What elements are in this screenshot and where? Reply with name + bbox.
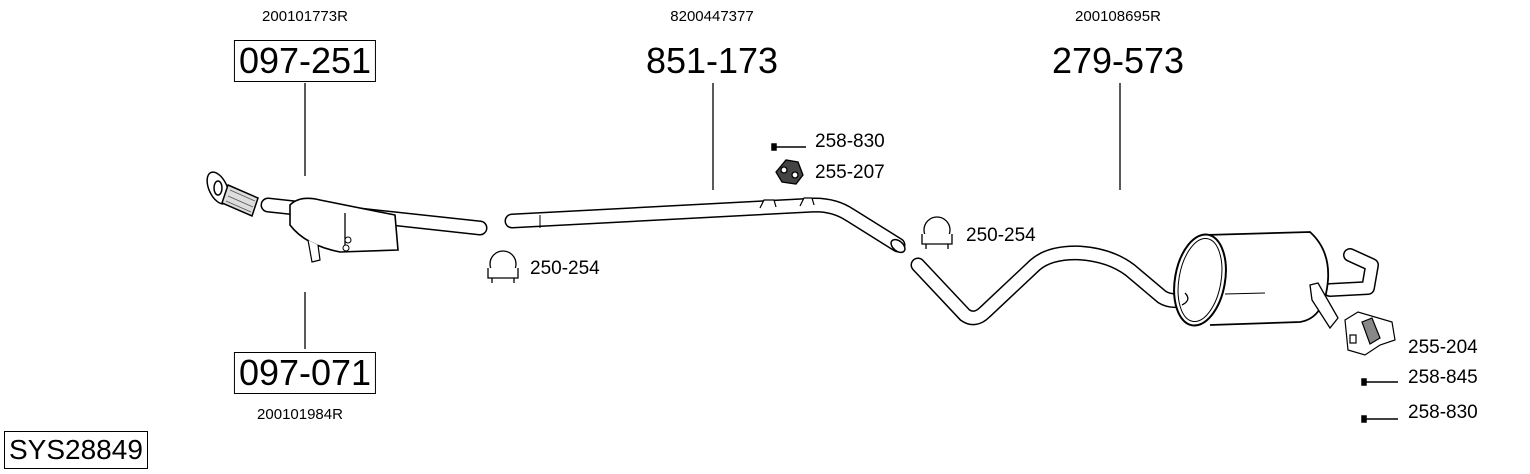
oe-number-rear-silencer: 200108695R <box>1075 8 1161 25</box>
rubber-hanger-icon-middle <box>775 159 804 185</box>
part-number-catalyst[interactable]: 097-251 <box>233 40 377 82</box>
part-number-particle-filter[interactable]: 097-071 <box>233 352 377 394</box>
bolt-icon-rear-1 <box>1361 378 1398 386</box>
accessory-label-bolt-rear-1[interactable]: 258-845 <box>1408 367 1478 388</box>
part-number-middle-pipe[interactable]: 851-173 <box>645 40 779 81</box>
accessory-label-hanger-rear[interactable]: 255-204 <box>1408 337 1478 358</box>
oe-number-middle-pipe: 8200447377 <box>670 8 754 25</box>
bolt-icon-middle <box>771 143 806 151</box>
rear-silencer-part[interactable] <box>910 230 1379 330</box>
oe-number-catalyst: 200101773R <box>262 8 348 25</box>
clamp-icon-rear <box>921 216 953 249</box>
oe-number-particle-filter: 200101984R <box>257 406 343 423</box>
middle-pipe-part[interactable] <box>504 197 907 255</box>
system-id: SYS28849 <box>4 431 148 469</box>
catalyst-filter-part[interactable] <box>203 169 488 263</box>
rubber-hanger-icon-rear <box>1344 311 1396 356</box>
clamp-icon-front <box>487 250 519 283</box>
accessory-label-clamp-rear[interactable]: 250-254 <box>966 225 1036 246</box>
accessory-label-bolt-middle[interactable]: 258-830 <box>815 131 885 152</box>
part-number-rear-silencer[interactable]: 279-573 <box>1051 40 1185 81</box>
bolt-icon-rear-2 <box>1361 415 1398 423</box>
accessory-label-bolt-rear-2[interactable]: 258-830 <box>1408 402 1478 423</box>
accessory-label-clamp-front[interactable]: 250-254 <box>530 258 600 279</box>
accessory-label-hanger-middle[interactable]: 255-207 <box>815 162 885 183</box>
